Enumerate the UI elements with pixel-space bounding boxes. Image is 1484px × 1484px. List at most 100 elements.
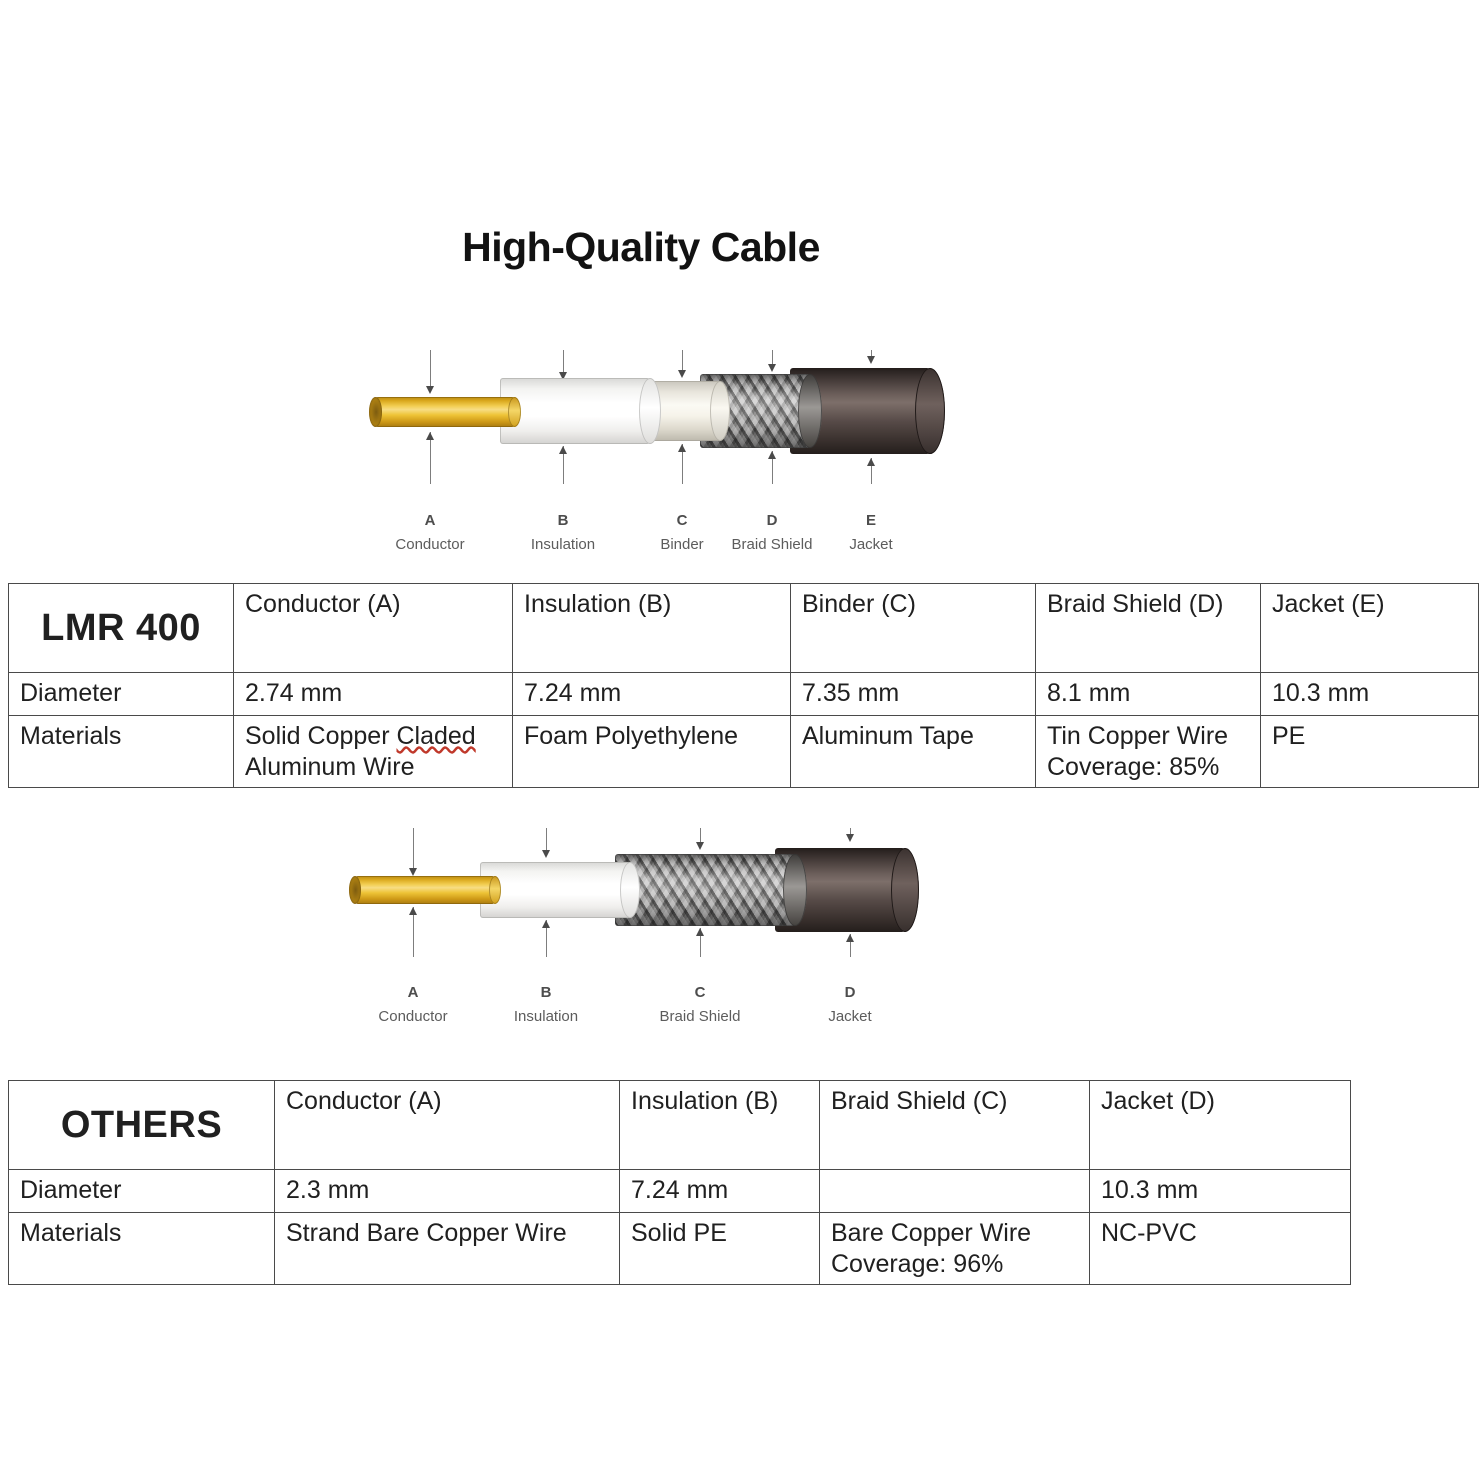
legend-name-jacket: Jacket	[849, 536, 893, 553]
dim-arrow-c-bottom	[678, 444, 686, 452]
cable-layer-conductor-2	[349, 876, 501, 904]
dim-arrow-a-bottom	[426, 432, 434, 440]
materials-insulation-2-line1: Solid PE	[631, 1219, 727, 1247]
dim-arrow-d2-top	[846, 834, 854, 842]
dim-line-b2-top	[546, 828, 547, 856]
conductor-end-cap	[508, 397, 521, 427]
materials-conductor-prefix: Solid Copper	[245, 722, 397, 750]
legend-letter-c: C	[676, 512, 688, 529]
materials-braid-2-line1: Bare Copper Wire	[831, 1219, 1032, 1247]
materials-braid-line1: Tin Copper Wire	[1047, 722, 1229, 750]
dim-line-d-bottom	[772, 451, 773, 484]
materials-insulation-line1: Foam Polyethylene	[524, 722, 739, 750]
table-row-materials: Materials Solid Copper Claded Aluminum W…	[8, 715, 1479, 788]
row-label-diameter: Diameter	[8, 672, 234, 716]
materials-conductor-line2: Aluminum Wire	[245, 752, 415, 781]
cable-diagram-lmr400: A B C D E Conductor Insulation Binder Br…	[0, 336, 1484, 566]
dim-arrow-d2-bottom	[846, 934, 854, 942]
legend-letter-c2: C	[694, 984, 706, 1001]
cable-cutaway-others	[0, 812, 1484, 972]
dim-arrow-b2-top	[542, 850, 550, 858]
col-header-insulation-2: Insulation (B)	[619, 1080, 820, 1170]
braid-end-cap	[798, 374, 822, 448]
legend-name-jacket-2: Jacket	[828, 1008, 872, 1025]
cable-layer-conductor	[369, 397, 521, 427]
cable-cutaway-lmr400	[0, 336, 1484, 496]
cable-layer-braid-shield-2	[615, 854, 807, 926]
col-header-jacket-2: Jacket (D)	[1089, 1080, 1351, 1170]
row-label-materials-2: Materials	[8, 1212, 275, 1285]
cable-layer-insulation-2	[480, 862, 640, 918]
row-label-materials: Materials	[8, 715, 234, 788]
materials-conductor-line1: Solid Copper Claded	[245, 721, 502, 752]
materials-conductor-2-line1: Strand Bare Copper Wire	[286, 1219, 567, 1247]
conductor-body	[375, 397, 515, 427]
dim-line-a-bottom	[430, 432, 431, 484]
diameter-jacket: 10.3 mm	[1260, 672, 1479, 716]
diameter-braid-shield-2	[819, 1169, 1090, 1213]
dim-arrow-b2-bottom	[542, 920, 550, 928]
materials-insulation-2: Solid PE	[619, 1212, 820, 1285]
dim-line-c2-top	[700, 828, 701, 848]
cable-layer-insulation	[500, 378, 661, 444]
jacket-end-cap-2	[891, 848, 919, 932]
materials-braid-shield-2: Bare Copper Wire Coverage: 96%	[819, 1212, 1090, 1285]
legend-letter-a: A	[424, 512, 436, 529]
dim-arrow-a-top	[426, 386, 434, 394]
jacket-end-cap	[915, 368, 945, 454]
diameter-jacket-2: 10.3 mm	[1089, 1169, 1351, 1213]
legend-letter-e: E	[865, 512, 877, 529]
insulation-body	[500, 378, 650, 444]
col-header-conductor-2: Conductor (A)	[274, 1080, 620, 1170]
materials-jacket-2-line1: NC-PVC	[1101, 1219, 1197, 1247]
row-label-diameter-2: Diameter	[8, 1169, 275, 1213]
diameter-conductor-2: 2.3 mm	[274, 1169, 620, 1213]
table-row-diameter: Diameter 2.3 mm 7.24 mm 10.3 mm	[8, 1169, 1351, 1213]
dim-arrow-c2-bottom	[696, 928, 704, 936]
legend-name-insulation-2: Insulation	[513, 1008, 579, 1025]
brand-cell-lmr400: LMR 400	[8, 583, 234, 673]
braid-end-cap-2	[783, 854, 807, 926]
diameter-binder: 7.35 mm	[790, 672, 1036, 716]
materials-conductor-misspelled-word: Claded	[396, 722, 476, 750]
dim-line-d2-bottom	[850, 934, 851, 957]
dim-line-b-bottom	[563, 446, 564, 484]
dim-arrow-c2-top	[696, 842, 704, 850]
diameter-insulation-2: 7.24 mm	[619, 1169, 820, 1213]
legend-name-conductor: Conductor	[395, 536, 465, 553]
materials-jacket-2: NC-PVC	[1089, 1212, 1351, 1285]
table-row-header: LMR 400 Conductor (A) Insulation (B) Bin…	[8, 583, 1479, 673]
page-title: High-Quality Cable	[0, 224, 1484, 271]
dim-arrow-d-bottom	[768, 451, 776, 459]
dim-arrow-e-bottom	[867, 458, 875, 466]
table-row-header: OTHERS Conductor (A) Insulation (B) Brai…	[8, 1080, 1351, 1170]
materials-braid-line2: Coverage: 85%	[1047, 752, 1220, 781]
binder-end-cap	[710, 381, 730, 441]
legend-letter-d2: D	[844, 984, 856, 1001]
legend-letter-a2: A	[407, 984, 419, 1001]
legend-name-braid-shield-2: Braid Shield	[659, 1008, 741, 1025]
materials-conductor-2: Strand Bare Copper Wire	[274, 1212, 620, 1285]
conductor-open-end	[369, 397, 382, 427]
dim-arrow-a2-bottom	[409, 907, 417, 915]
materials-binder: Aluminum Tape	[790, 715, 1036, 788]
insulation-end-cap-2	[620, 862, 640, 918]
dim-line-c-top	[682, 350, 683, 376]
legend-name-insulation: Insulation	[530, 536, 596, 553]
legend-letter-b2: B	[540, 984, 552, 1001]
dim-line-b2-bottom	[546, 920, 547, 957]
conductor-body-2	[355, 876, 495, 904]
dim-line-a2-top	[413, 828, 414, 874]
dim-arrow-a2-top	[409, 868, 417, 876]
dim-line-e-bottom	[871, 458, 872, 484]
col-header-braid-shield: Braid Shield (D)	[1035, 583, 1261, 673]
legend-letter-b: B	[557, 512, 569, 529]
legend-name-braid-shield: Braid Shield	[731, 536, 813, 553]
dim-arrow-b-top	[559, 372, 567, 380]
materials-jacket: PE	[1260, 715, 1479, 788]
diameter-conductor: 2.74 mm	[233, 672, 513, 716]
legend-name-binder: Binder	[660, 536, 704, 553]
dim-arrow-d-top	[768, 364, 776, 372]
insulation-body-2	[480, 862, 630, 918]
diameter-insulation: 7.24 mm	[512, 672, 791, 716]
